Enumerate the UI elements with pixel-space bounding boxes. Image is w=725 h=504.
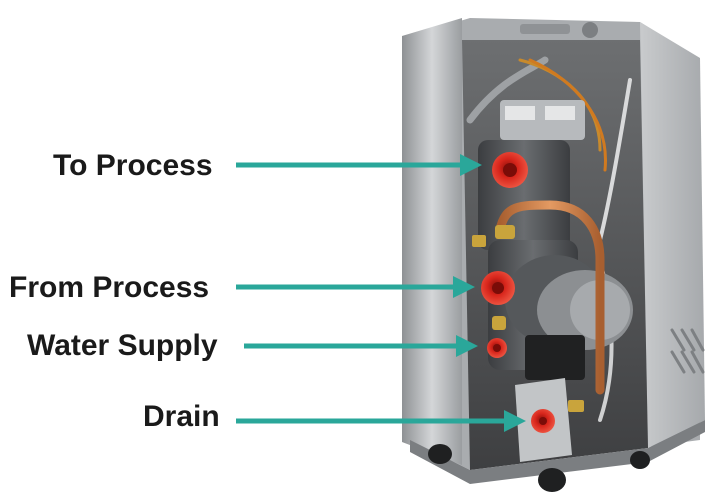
drain-port (531, 409, 555, 433)
label-from-process: From Process (9, 271, 210, 304)
water-supply-port (487, 338, 507, 358)
vent-slots (670, 328, 705, 374)
label-to-process: To Process (53, 149, 213, 182)
junction-box (525, 335, 585, 380)
arrow-drain (236, 410, 526, 432)
arrow-from-process (236, 276, 475, 298)
label-water-supply: Water Supply (27, 329, 218, 362)
arrow-to-process (236, 154, 482, 176)
control-box (500, 100, 585, 140)
caster-wheels (428, 444, 650, 492)
label-drain: Drain (143, 400, 220, 433)
arrow-water-supply (244, 335, 478, 357)
to-process-port (492, 152, 528, 188)
brass-fittings (472, 225, 584, 412)
copper-pipe (495, 200, 605, 395)
from-process-port (481, 271, 515, 305)
callout-arrows (236, 154, 526, 432)
